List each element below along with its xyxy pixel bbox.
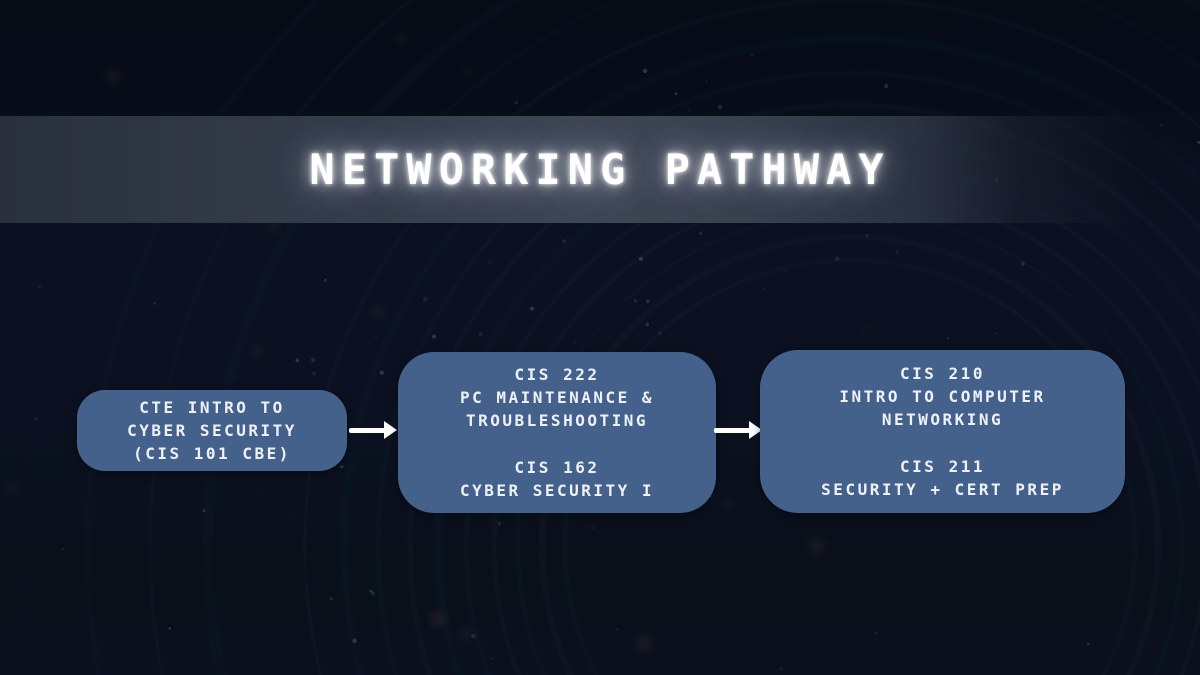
course-group: CIS 222 PC MAINTENANCE & TROUBLESHOOTING [460, 363, 654, 432]
course-line: CYBER SECURITY [127, 421, 297, 440]
course-line: CYBER SECURITY I [459, 481, 655, 500]
course-line: NETWORKING [881, 410, 1004, 429]
pathway-step-1-box: CTE INTRO TO CYBER SECURITY (CIS 101 CBE… [77, 390, 347, 471]
course-group: CIS 162 CYBER SECURITY I [460, 456, 654, 502]
course-group: CTE INTRO TO CYBER SECURITY (CIS 101 CBE… [127, 396, 297, 465]
course-line: CIS 162 [514, 458, 600, 477]
arrow-shaft [349, 428, 385, 433]
swirl-arcs [23, 0, 1200, 675]
course-line: CIS 211 [900, 457, 985, 476]
course-line: CIS 210 [900, 364, 985, 383]
course-line: CIS 222 [514, 365, 600, 384]
course-line: INTRO TO COMPUTER [839, 387, 1046, 406]
title-banner: NETWORKING PATHWAY [0, 116, 1200, 223]
arrow-shaft [714, 428, 750, 433]
flow-arrow-1 [349, 421, 397, 440]
course-group: CIS 211 SECURITY + CERT PREP [821, 455, 1064, 501]
pathway-step-2-box: CIS 222 PC MAINTENANCE & TROUBLESHOOTING… [398, 352, 716, 513]
course-line: (CIS 101 CBE) [133, 444, 291, 463]
pathway-step-3-box: CIS 210 INTRO TO COMPUTER NETWORKING CIS… [760, 350, 1125, 513]
arrow-head-icon [384, 421, 397, 439]
course-line: SECURITY + CERT PREP [821, 480, 1064, 499]
course-group: CIS 210 INTRO TO COMPUTER NETWORKING [839, 362, 1045, 431]
arrow-head-icon [749, 421, 762, 439]
flow-arrow-2 [714, 421, 762, 440]
page-title: NETWORKING PATHWAY [309, 145, 891, 194]
course-line: TROUBLESHOOTING [466, 411, 648, 430]
course-line: CTE INTRO TO [139, 398, 285, 417]
course-line: PC MAINTENANCE & [459, 388, 655, 407]
